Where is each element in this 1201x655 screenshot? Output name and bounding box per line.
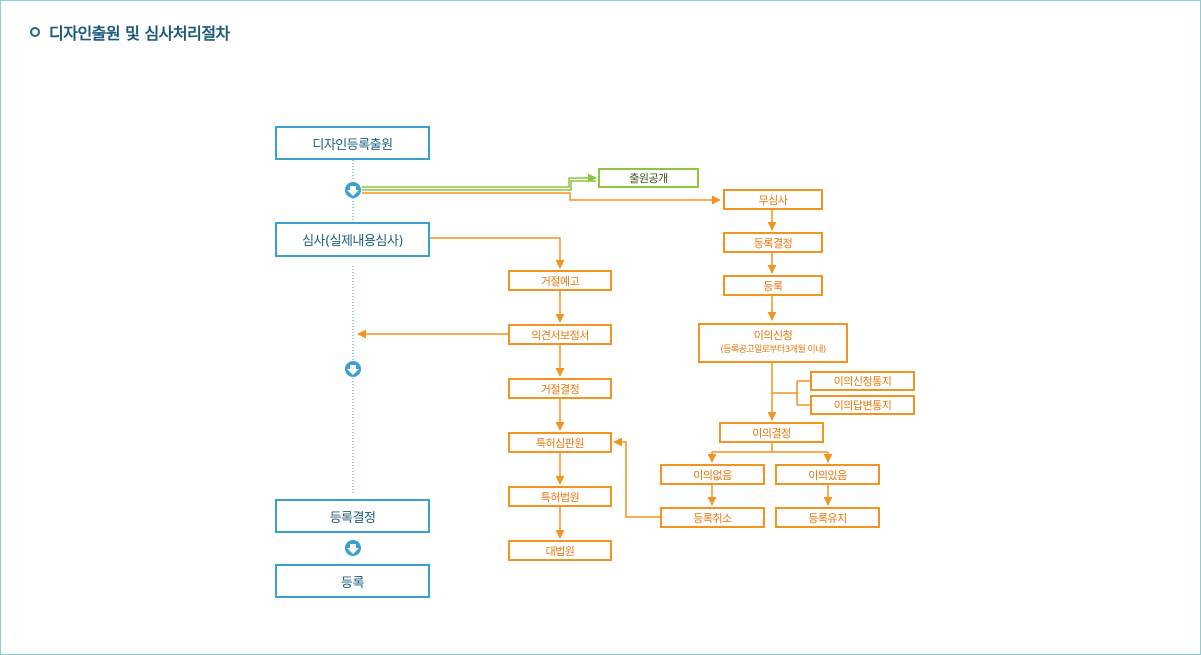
box-objection-notice: 이의신청통지 (810, 371, 915, 391)
box-supreme-court: 대법원 (508, 540, 612, 561)
box-answer-notice: 이의답변통지 (810, 395, 915, 415)
box-design-application: 디자인등록출원 (275, 126, 430, 160)
down-arrow-circle-icon-2 (345, 361, 361, 377)
box-patent-court: 특허법원 (508, 486, 612, 507)
box-registration-decision-left: 등록결정 (275, 499, 430, 533)
box-opinion-amendment: 의견서보정서 (508, 324, 612, 345)
circle-bullet-icon (30, 27, 40, 37)
connector-cancel-tribunal (613, 437, 660, 518)
connector-objection-notices (772, 380, 810, 406)
box-registration-maintain: 등록유지 (775, 507, 880, 528)
box-refusal-notice: 거절예고 (508, 270, 612, 291)
objection-note: (등록공고일로부터3개월 이내) (720, 345, 826, 355)
box-registration-right: 등록 (723, 275, 823, 296)
connector-publication (362, 173, 597, 191)
connector-exam-refusal (430, 237, 565, 269)
box-refusal-decision: 거절결정 (508, 378, 612, 399)
box-registration-cancel: 등록취소 (660, 507, 765, 528)
down-arrow-circle-icon-1 (345, 182, 361, 198)
box-registration-decision-right: 등록결정 (723, 232, 823, 253)
box-substantive-exam: 심사(실제내용심사) (275, 222, 430, 257)
box-objection-upheld: 이의있음 (775, 464, 880, 485)
box-objection-decision: 이의결정 (719, 422, 824, 443)
box-patent-tribunal: 특허심판원 (508, 432, 612, 453)
box-objection: 이의신청 (등록공고일로부터3개월 이내) (698, 323, 848, 363)
connector-no-exam (362, 192, 721, 205)
connector-decision-split (712, 443, 828, 453)
objection-label: 이의신청 (753, 329, 793, 342)
down-arrow-circle-icon-3 (345, 540, 361, 556)
box-registration-left: 등록 (275, 564, 430, 598)
page-heading: 디자인출원 및 심사처리절차 (30, 20, 230, 44)
page-title: 디자인출원 및 심사처리절차 (49, 24, 230, 43)
box-no-exam: 무심사 (723, 189, 823, 210)
box-no-objection: 이의없음 (660, 464, 765, 485)
box-publication: 출원공개 (598, 168, 699, 188)
